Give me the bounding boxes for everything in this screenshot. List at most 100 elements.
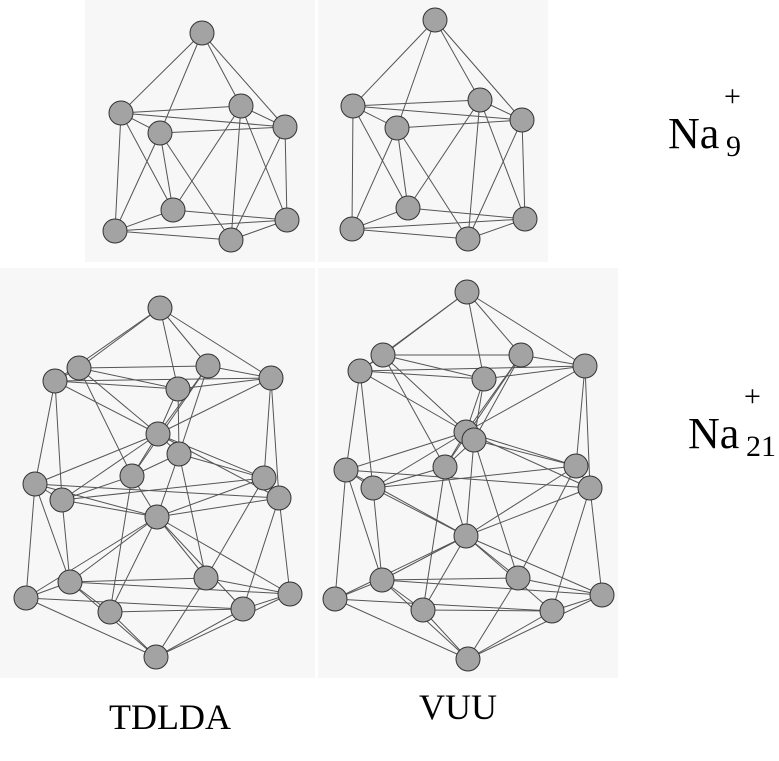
- na9-tdlda-bond: [120, 112, 174, 211]
- na21-vuu-bond: [345, 469, 591, 489]
- na21-vuu-atom: [347, 358, 373, 384]
- na21-vuu-bond: [359, 365, 586, 372]
- na21-vuu-bond: [345, 431, 467, 471]
- na9-vuu-bond: [479, 99, 526, 220]
- na21-tdlda-bond: [263, 377, 272, 479]
- na9-vuu-atom: [512, 206, 538, 232]
- column-label-vuu: VUU: [419, 687, 497, 727]
- na21-tdlda-bond: [78, 367, 159, 435]
- na9-tdlda-atom: [102, 218, 128, 244]
- na21-vuu-bond: [334, 469, 347, 600]
- na21-tdlda-bond: [34, 483, 71, 583]
- na21-vuu-bond: [551, 487, 591, 612]
- na21-tdlda-bond: [25, 516, 158, 599]
- na9-vuu-bond: [434, 19, 481, 101]
- na21-vuu-bond: [345, 370, 361, 471]
- na21-tdlda-bond: [54, 377, 272, 382]
- na21-tdlda-bond: [34, 380, 56, 485]
- na9-tdlda-bond: [284, 126, 288, 221]
- na9-tdlda-atom: [108, 100, 134, 126]
- na9-tdlda-bond: [230, 126, 286, 241]
- na21-vuu-bond: [465, 465, 577, 537]
- na21-vuu-bond: [381, 579, 603, 596]
- na21-vuu-bond: [372, 487, 467, 537]
- na21-vuu-bond: [517, 577, 603, 596]
- na21-tdlda-bond: [278, 497, 291, 595]
- na21-tdlda-bond: [178, 453, 265, 479]
- na21-vuu-atom: [360, 475, 386, 501]
- na21-tdlda-bond: [270, 377, 280, 499]
- na9-tdlda-bond: [172, 105, 242, 211]
- na21-tdlda-atom: [277, 581, 303, 607]
- na9-tdlda-bond: [114, 112, 122, 232]
- na21-tdlda-atom: [42, 368, 68, 394]
- na21-vuu-atom: [563, 453, 589, 479]
- na9-tdlda-bond: [159, 126, 286, 134]
- na9-tdlda-bond: [159, 132, 232, 241]
- na9-vuu-bond: [467, 99, 481, 240]
- na9-tdlda-bond: [159, 132, 174, 211]
- na21-vuu-atom: [333, 457, 359, 483]
- na21-vuu-atom: [370, 342, 396, 368]
- na21-tdlda-atom: [49, 487, 75, 513]
- na21-vuu-bond: [372, 487, 383, 581]
- na21-tdlda-atom: [144, 504, 170, 530]
- na21-tdlda-atom: [143, 644, 169, 670]
- na9-vuu-bond: [396, 119, 523, 129]
- na9-vuu-bond: [352, 105, 523, 121]
- na21-tdlda-bond: [178, 365, 209, 455]
- na9-tdlda-bond: [240, 105, 288, 221]
- na9-vuu-bond: [434, 19, 523, 121]
- na21-vuu-bond: [382, 354, 485, 380]
- na21-tdlda-bond: [109, 608, 244, 613]
- na9-vuu-atom: [467, 87, 493, 113]
- na21-tdlda-atom: [266, 485, 292, 511]
- na21-vuu-bond: [517, 465, 577, 579]
- na21-tdlda-bond: [109, 516, 158, 613]
- na21-tdlda-bond: [155, 608, 244, 658]
- na9-tdlda-atom: [189, 20, 215, 46]
- na9-vuu-bond: [351, 105, 354, 230]
- formula-na21: Na + 21: [688, 380, 776, 463]
- na21-vuu-atom: [539, 598, 565, 624]
- na21-vuu-atom: [410, 597, 436, 623]
- na9-tdlda-bond: [120, 32, 203, 114]
- na9-vuu-bond: [352, 99, 481, 107]
- formula-na9-superscript: +: [724, 80, 741, 113]
- formula-na21-subscript: 21: [746, 430, 776, 463]
- na9-tdlda-atom: [274, 207, 300, 233]
- na21-tdlda-bond: [159, 307, 179, 390]
- na21-vuu-atom: [589, 582, 615, 608]
- na9-vuu-bond: [521, 119, 526, 220]
- na21-tdlda-bond: [54, 380, 159, 435]
- na21-tdlda-atom: [145, 421, 171, 447]
- formula-na9: Na + 9: [668, 80, 741, 163]
- na21-vuu-bond: [382, 354, 467, 433]
- na21-vuu-bond: [334, 598, 553, 612]
- na21-vuu-bond: [334, 535, 467, 600]
- na21-vuu-atom: [461, 427, 487, 453]
- na21-vuu-bond: [465, 439, 475, 537]
- na21-tdlda-bond: [242, 497, 280, 610]
- formula-na9-symbol: Na: [668, 109, 720, 158]
- na21-tdlda-bond: [205, 477, 265, 579]
- na21-vuu-bond: [466, 291, 522, 356]
- na9-tdlda-atom: [228, 93, 254, 119]
- na21-vuu-bond: [466, 291, 586, 367]
- na21-tdlda-atom: [251, 465, 277, 491]
- formula-na9-subscript: 9: [726, 130, 741, 163]
- na21-tdlda-bond: [54, 380, 179, 390]
- na21-tdlda-atom: [97, 599, 123, 625]
- na21-tdlda-bond: [78, 307, 161, 369]
- na21-tdlda-atom: [195, 353, 221, 379]
- na21-vuu-atom: [572, 353, 598, 379]
- na21-tdlda-bond: [54, 380, 63, 501]
- na21-tdlda-atom: [258, 365, 284, 391]
- na21-vuu-bond: [334, 598, 469, 660]
- na21-tdlda-bond: [159, 307, 272, 379]
- na21-tdlda-bond: [157, 377, 272, 435]
- na9-vuu-atom: [384, 115, 410, 141]
- na21-vuu-bond: [584, 365, 591, 489]
- na21-vuu-bond: [467, 577, 519, 660]
